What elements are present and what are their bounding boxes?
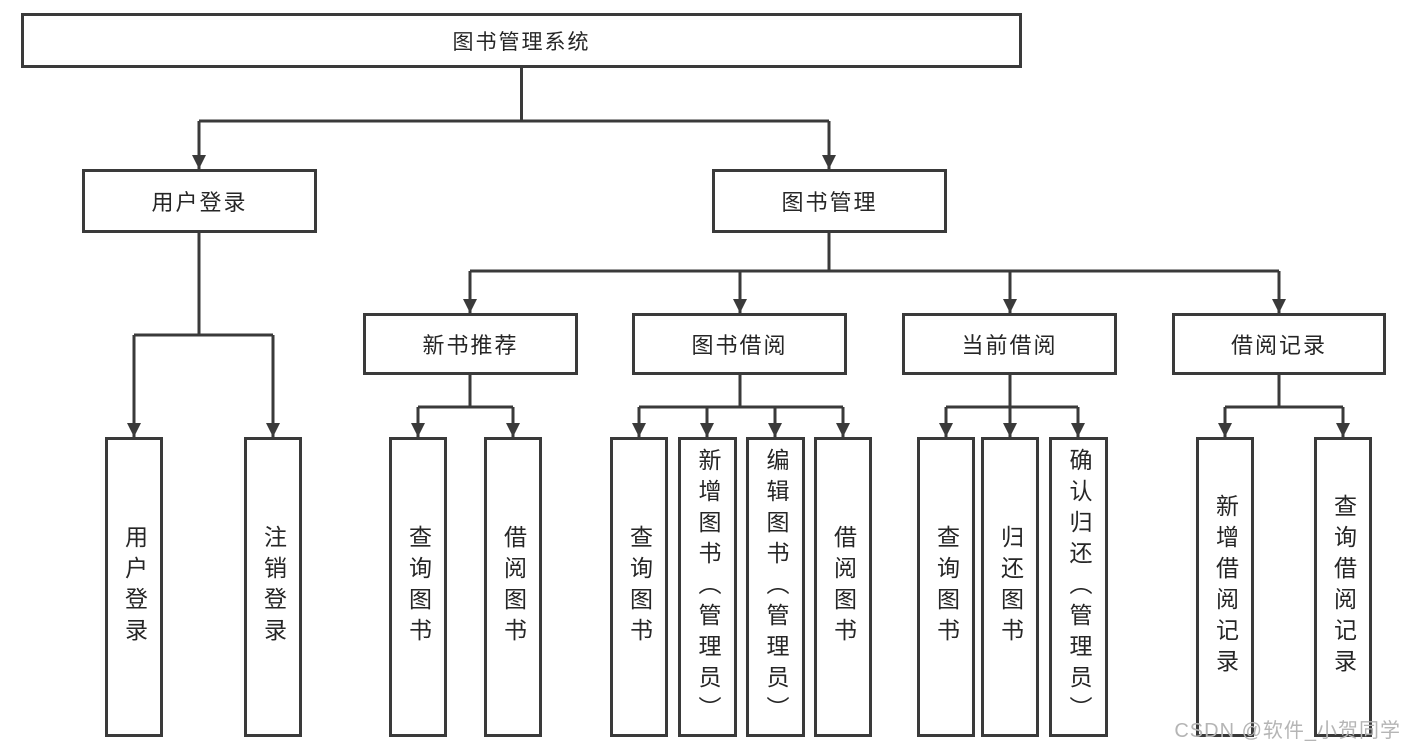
node-current-borrow: 当前借阅	[902, 313, 1117, 375]
node-new-book-recommend: 新书推荐	[363, 313, 578, 375]
leaf-borrow-books-recommend: 借阅图书	[484, 437, 542, 737]
connector-borrow-records-to-leaves	[1218, 375, 1350, 437]
leaf-return-books: 归还图书	[981, 437, 1039, 737]
connector-book-management-to-level3	[463, 233, 1286, 313]
csdn-watermark: CSDN @软件_小贺同学	[1174, 720, 1401, 742]
leaf-query-books-recommend: 查询图书	[389, 437, 447, 737]
leaf-add-borrow-record: 新增借阅记录	[1196, 437, 1254, 737]
node-book-management: 图书管理	[712, 169, 947, 233]
leaf-edit-books-admin: 编辑图书（管理员）	[746, 437, 805, 737]
leaf-logout: 注销登录	[244, 437, 302, 737]
leaf-query-books-current: 查询图书	[917, 437, 975, 737]
node-borrow-records: 借阅记录	[1172, 313, 1386, 375]
connector-book-borrow-to-leaves	[632, 375, 850, 437]
leaf-borrow-books: 借阅图书	[814, 437, 872, 737]
connector-root-to-level2	[192, 68, 836, 169]
leaf-confirm-return-admin: 确认归还（管理员）	[1049, 437, 1108, 737]
leaf-user-login: 用户登录	[105, 437, 163, 737]
node-library-management-system: 图书管理系统	[21, 13, 1022, 68]
leaf-query-books-borrow: 查询图书	[610, 437, 668, 737]
connector-current-borrow-to-leaves	[939, 375, 1085, 437]
leaf-query-borrow-record: 查询借阅记录	[1314, 437, 1372, 737]
node-book-borrow: 图书借阅	[632, 313, 847, 375]
leaf-add-books-admin: 新增图书（管理员）	[678, 437, 737, 737]
connector-new-book-recommend-to-leaves	[411, 375, 520, 437]
node-user-login: 用户登录	[82, 169, 317, 233]
connector-user-login-to-leaves	[127, 233, 280, 437]
